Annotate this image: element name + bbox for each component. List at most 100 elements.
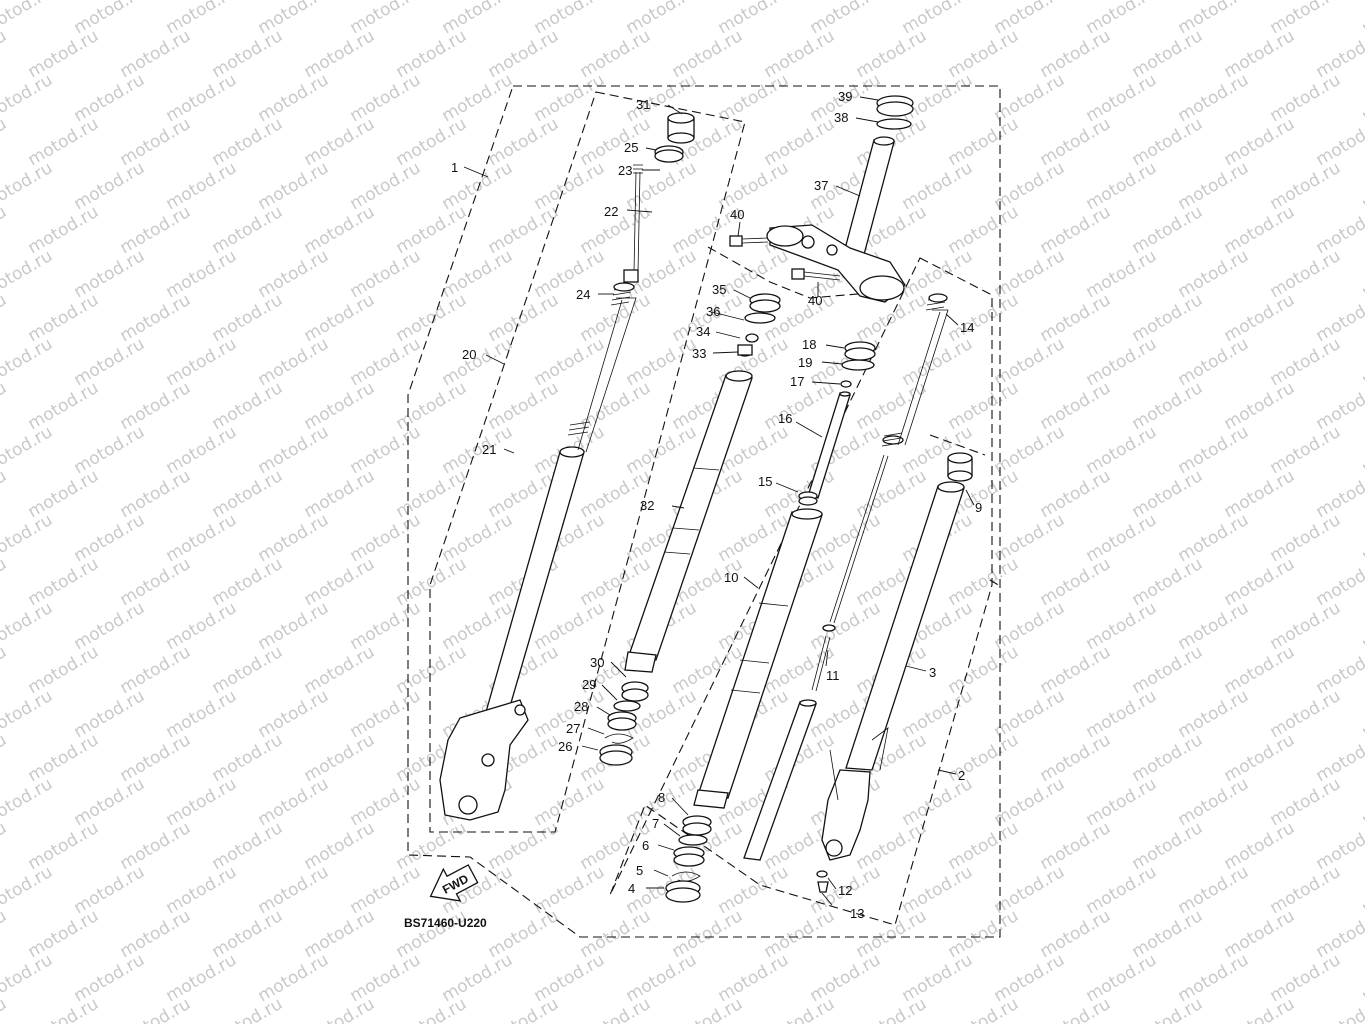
- label-11: 11: [826, 668, 840, 683]
- label-40-upper: 40: [730, 207, 744, 222]
- watermark-text: motod.ru: [163, 510, 241, 566]
- label-21: 21: [482, 442, 496, 457]
- watermark-text: motod.ru: [485, 26, 563, 82]
- watermark-text: motod.ru: [1129, 730, 1207, 786]
- watermark-text: motod.ru: [301, 114, 379, 170]
- label-32: 32: [640, 498, 654, 513]
- watermark-text: motod.ru: [301, 26, 379, 82]
- watermark-text: motod.ru: [1129, 202, 1207, 258]
- watermark-text: motod.ru: [1267, 510, 1345, 566]
- bolt-12-13: [816, 870, 829, 893]
- label-36: 36: [706, 304, 720, 319]
- watermark-text: motod.ru: [853, 26, 931, 82]
- watermark-text: motod.ru: [1083, 774, 1161, 830]
- label-20: 20: [462, 347, 476, 362]
- spring-14: [897, 293, 949, 446]
- watermark-text: motod.ru: [0, 554, 10, 610]
- watermark-text: motod.ru: [715, 158, 793, 214]
- watermark-text: motod.ru: [209, 290, 287, 346]
- watermark-text: motod.ru: [163, 158, 241, 214]
- watermark-text: motod.ru: [393, 26, 471, 82]
- outer-tube-21-top: [559, 446, 585, 458]
- watermark-text: motod.ru: [347, 950, 425, 1006]
- watermark-text: motod.ru: [71, 598, 149, 654]
- label-31: 31: [636, 97, 650, 112]
- watermark-text: motod.ru: [1359, 862, 1365, 918]
- watermark-text: motod.ru: [1129, 642, 1207, 698]
- watermark-text: motod.ru: [1083, 158, 1161, 214]
- watermark-text: motod.ru: [853, 994, 931, 1024]
- watermark-text: motod.ru: [439, 510, 517, 566]
- watermark-text: motod.ru: [393, 466, 471, 522]
- label-7: 7: [652, 816, 659, 831]
- watermark-text: motod.ru: [347, 246, 425, 302]
- watermark-text: motod.ru: [25, 378, 103, 434]
- watermark-text: motod.ru: [163, 334, 241, 390]
- watermark-text: motod.ru: [71, 950, 149, 1006]
- watermark-text: motod.ru: [209, 554, 287, 610]
- label-9: 9: [975, 500, 982, 515]
- watermark-text: motod.ru: [991, 334, 1069, 390]
- label-30: 30: [590, 655, 604, 670]
- watermark-text: motod.ru: [255, 774, 333, 830]
- label-28: 28: [574, 699, 588, 714]
- spring-24: [610, 282, 635, 306]
- watermark-text: motod.ru: [485, 202, 563, 258]
- watermark-text: motod.ru: [945, 26, 1023, 82]
- cap-assembly-33-36: [737, 293, 781, 357]
- watermark-text: motod.ru: [1083, 950, 1161, 1006]
- watermark-text: motod.ru: [25, 994, 103, 1024]
- watermark-text: motod.ru: [1083, 598, 1161, 654]
- watermark-text: motod.ru: [853, 466, 931, 522]
- watermark-text: motod.ru: [393, 818, 471, 874]
- watermark-text: motod.ru: [301, 730, 379, 786]
- watermark-text: motod.ru: [0, 642, 10, 698]
- watermark-text: motod.ru: [1267, 950, 1345, 1006]
- watermark-text: motod.ru: [1175, 598, 1253, 654]
- label-25: 25: [624, 140, 638, 155]
- watermark-text: motod.ru: [761, 114, 839, 170]
- label-5: 5: [636, 863, 643, 878]
- watermark-text: motod.ru: [945, 818, 1023, 874]
- watermark-text: motod.ru: [209, 994, 287, 1024]
- watermark-text: motod.ru: [255, 334, 333, 390]
- watermark-text: motod.ru: [899, 158, 977, 214]
- watermark-text: motod.ru: [1037, 642, 1115, 698]
- watermark-text: motod.ru: [853, 378, 931, 434]
- watermark-text: motod.ru: [0, 994, 10, 1024]
- part-number-labels: 1 2 3 4 5 6 7 8 9 10 11 12 13 14 15 16 1…: [451, 89, 982, 921]
- watermark-text: motod.ru: [0, 774, 56, 830]
- watermark-text: motod.ru: [25, 202, 103, 258]
- watermark-text: motod.ru: [347, 598, 425, 654]
- watermark-text: motod.ru: [347, 158, 425, 214]
- cartridge-tube: [743, 699, 817, 861]
- watermark-text: motod.ru: [1037, 114, 1115, 170]
- collar-9: [947, 452, 973, 482]
- watermark-text: motod.ru: [1083, 510, 1161, 566]
- watermark-text: motod.ru: [485, 378, 563, 434]
- watermark-text: motod.ru: [25, 290, 103, 346]
- watermark-text: motod.ru: [71, 774, 149, 830]
- watermark-text: motod.ru: [25, 818, 103, 874]
- watermark-text: motod.ru: [945, 906, 1023, 962]
- watermark-text: motod.ru: [1037, 290, 1115, 346]
- seal-stack-left: [599, 681, 649, 766]
- watermark-text: motod.ru: [761, 26, 839, 82]
- label-16: 16: [778, 411, 792, 426]
- watermark-text: motod.ru: [25, 730, 103, 786]
- watermark-text: motod.ru: [1267, 334, 1345, 390]
- watermark-text: motod.ru: [163, 422, 241, 478]
- watermark-text: motod.ru: [1129, 466, 1207, 522]
- watermark-text: motod.ru: [1175, 774, 1253, 830]
- watermark-text: motod.ru: [347, 510, 425, 566]
- collar-31: [667, 112, 695, 144]
- watermark-text: motod.ru: [0, 334, 56, 390]
- watermark-text: motod.ru: [1129, 818, 1207, 874]
- watermark-text: motod.ru: [347, 70, 425, 126]
- bearing-38-39: [876, 95, 914, 130]
- watermark-text: motod.ru: [163, 70, 241, 126]
- watermark-text: motod.ru: [255, 862, 333, 918]
- watermark-text: motod.ru: [715, 862, 793, 918]
- watermark-text: motod.ru: [1313, 818, 1365, 874]
